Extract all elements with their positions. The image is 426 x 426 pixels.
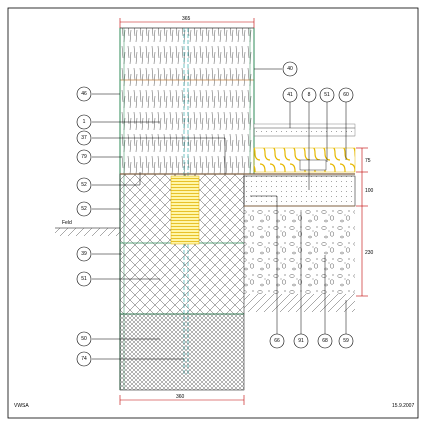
svg-text:46: 46 (81, 91, 87, 97)
svg-text:51: 51 (324, 92, 330, 98)
callout-8: 8 (301, 87, 317, 103)
leader-lines (92, 68, 347, 360)
dim-100: 100 (365, 188, 374, 194)
svg-text:8: 8 (308, 92, 311, 98)
svg-text:40: 40 (287, 66, 293, 72)
callout-52-upper: 52 (76, 177, 92, 193)
svg-text:51: 51 (81, 276, 87, 282)
svg-text:37: 37 (81, 135, 87, 141)
callout-66: 66 (269, 333, 285, 349)
callout-79: 79 (76, 149, 92, 165)
callout-51-top: 51 (319, 87, 335, 103)
callout-59: 59 (338, 333, 354, 349)
gravel-bed (244, 208, 355, 294)
svg-text:60: 60 (343, 92, 349, 98)
svg-text:52: 52 (81, 206, 87, 212)
svg-text:52: 52 (81, 182, 87, 188)
svg-text:41: 41 (287, 92, 293, 98)
callout-40: 40 (282, 61, 298, 77)
bottom-width-dim: 360 (176, 394, 185, 400)
footing-fine-hatch (119, 313, 245, 391)
callout-68: 68 (317, 333, 333, 349)
callout-46: 46 (76, 86, 92, 102)
callout-74: 74 (76, 351, 92, 367)
callout-51: 51 (76, 271, 92, 287)
top-width-dim: 365 (182, 16, 191, 22)
dim-75: 75 (365, 158, 371, 164)
wall-masonry (119, 27, 255, 175)
subsoil (244, 294, 355, 312)
svg-text:91: 91 (298, 338, 304, 344)
callout-50: 50 (76, 331, 92, 347)
svg-text:1: 1 (83, 119, 86, 125)
terrain-label: Feld (62, 220, 72, 226)
insulation-gap (299, 159, 327, 171)
callout-39: 39 (76, 246, 92, 262)
date-label: 15.9.2007 (392, 403, 414, 409)
callout-52-lower: 52 (76, 201, 92, 217)
svg-text:79: 79 (81, 154, 87, 160)
svg-text:74: 74 (81, 356, 87, 362)
callout-41: 41 (282, 87, 298, 103)
terrain-hatch (55, 228, 120, 236)
svg-text:59: 59 (343, 338, 349, 344)
floor-slab (243, 175, 356, 207)
company-label: VWSA (14, 403, 29, 409)
callout-60: 60 (338, 87, 354, 103)
sheet-frame (7, 7, 419, 419)
svg-text:68: 68 (322, 338, 328, 344)
dim-230: 230 (365, 250, 374, 256)
svg-text:39: 39 (81, 251, 87, 257)
insulating-brick-stack (170, 175, 200, 245)
callout-37: 37 (76, 130, 92, 146)
callout-91: 91 (293, 333, 309, 349)
callout-1: 1 (76, 114, 92, 130)
svg-text:66: 66 (274, 338, 280, 344)
screed (253, 127, 356, 137)
floor-finish (253, 123, 356, 129)
svg-text:50: 50 (81, 336, 87, 342)
